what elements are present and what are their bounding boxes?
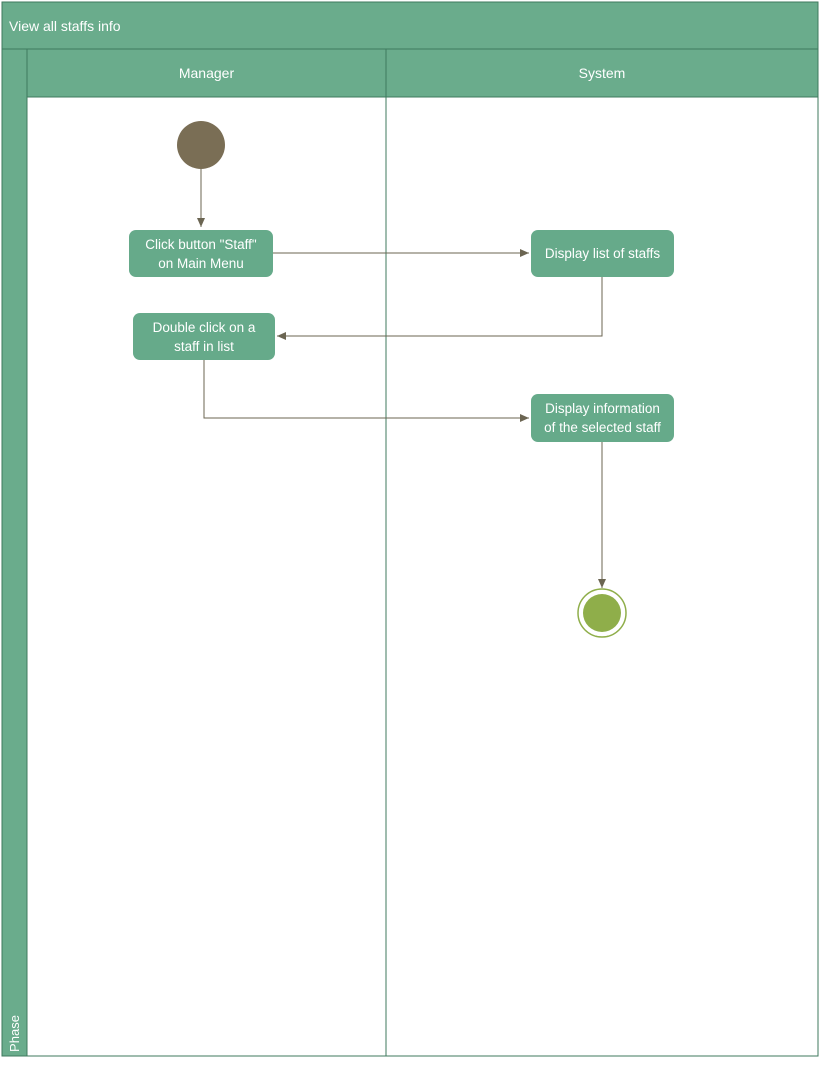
action-click-staff-line1: Click button "Staff" bbox=[145, 236, 257, 252]
lane-title-system: System bbox=[578, 65, 626, 81]
lane-header-manager bbox=[26, 48, 387, 98]
pool-title: View all staffs info bbox=[9, 17, 121, 34]
lane-title-manager: Manager bbox=[178, 65, 235, 81]
action-display-info-line1: Display information bbox=[545, 401, 660, 416]
flow-list-to-doubleclick bbox=[277, 276, 603, 340]
action-display-info-line2: of the selected staff bbox=[544, 420, 661, 435]
action-double-click-staff: Double click on a staff in list bbox=[133, 313, 275, 360]
action-double-click-line1: Double click on a bbox=[152, 319, 256, 335]
pool-title-bar bbox=[1, 1, 819, 50]
end-node bbox=[583, 594, 621, 632]
action-display-list: Display list of staffs bbox=[531, 230, 674, 277]
flow-doubleclick-to-info bbox=[203, 359, 529, 422]
action-click-staff-button: Click button "Staff" on Main Menu bbox=[129, 230, 273, 277]
phase-label-wrap: Phase bbox=[2, 1010, 27, 1056]
phase-strip bbox=[1, 48, 28, 1057]
action-double-click-line2: staff in list bbox=[174, 338, 234, 354]
phase-label: Phase bbox=[7, 1014, 22, 1052]
start-node bbox=[177, 121, 225, 169]
action-click-staff-line2: on Main Menu bbox=[158, 255, 244, 271]
action-display-list-line1: Display list of staffs bbox=[544, 246, 661, 261]
lane-header-system bbox=[385, 48, 819, 98]
action-display-info: Display information of the selected staf… bbox=[531, 394, 674, 442]
